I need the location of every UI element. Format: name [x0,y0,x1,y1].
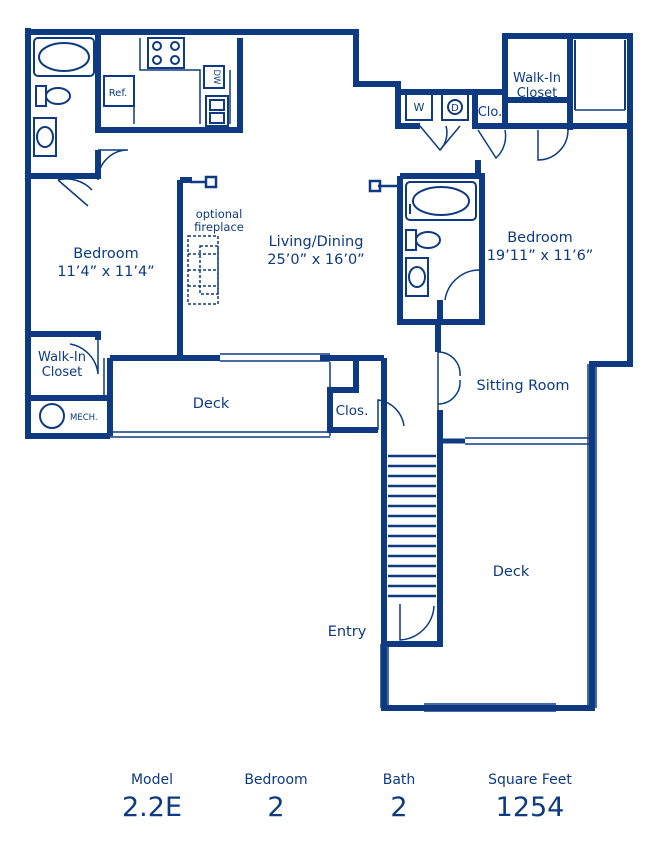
water-heater [39,403,65,429]
dryer-label: D [451,103,459,114]
wall-left-top [25,28,110,439]
spec-bedroom-value: 2 [267,792,285,823]
dishwasher-label: DW [211,70,221,86]
sink-right [405,257,429,297]
room-labels: Bedroom 11’4” x 11’4” Living/Dining 25’0… [38,70,593,640]
bathtub-right [405,181,477,221]
fixtures [33,37,626,429]
wall-kitchen [98,38,243,133]
walkin-left-label-2: Closet [42,365,83,380]
thin-lines [103,38,625,712]
walkin-right-label-2: Closet [517,86,558,101]
spec-model: Model 2.2E [92,770,212,826]
walkin-left-label-1: Walk-In [38,350,86,365]
spec-bath: Bath 2 [339,770,459,826]
wall-closet-entry [327,355,378,433]
spec-model-value: 2.2E [122,792,182,823]
toilet-left [35,85,71,107]
fireplace-label-1: optional [196,207,243,221]
bathtub-left [33,37,95,77]
wall-bath-left-bottom [28,150,101,179]
dryer [441,93,469,121]
fridge-label: Ref. [109,88,128,99]
sitting-room-label: Sitting Room [477,378,570,394]
toilet-right [405,229,441,251]
wall-stairs [381,410,443,647]
spec-bedroom: Bedroom 2 [216,770,336,826]
fridge [103,75,135,107]
washer-label: W [414,101,425,114]
living-size: 25’0” x 16’0” [267,252,364,268]
floor-plan: Bedroom 11’4” x 11’4” Living/Dining 25’0… [25,28,633,712]
spec-square-feet-value: 1254 [495,792,565,823]
closet-top-label: Clo. [478,105,503,120]
deck-left-label: Deck [193,396,230,412]
bedroom-right-name: Bedroom [507,230,573,246]
bedroom-left-size: 11’4” x 11’4” [57,264,154,280]
entry-label: Entry [328,624,367,640]
wall-deck-right [381,460,595,711]
kitchen-sink [205,95,229,127]
stove [147,37,185,69]
mech-label: MECH. [70,413,98,423]
wall-right-bath-top [400,160,481,179]
walkin-right-label-1: Walk-In [513,71,561,86]
wall-walkin-left [28,331,101,340]
bedroom-left-name: Bedroom [73,246,139,262]
wall-top-right-notch [502,33,633,460]
unit-specs: Model 2.2E Bedroom 2 Bath 2 Square Feet … [0,770,664,840]
doors [57,125,569,641]
walls [25,28,633,711]
spec-bath-value: 2 [390,792,408,823]
spec-square-feet: Square Feet 1254 [460,770,600,826]
fireplace-label-2: fireplace [194,220,244,234]
sink-left [33,117,57,157]
dishwasher [203,65,225,89]
deck-right-label: Deck [493,564,530,580]
fixture-symbols [190,175,411,214]
closet-entry-label: Clos. [336,403,369,419]
washer [405,93,433,121]
wall-top [28,29,505,95]
spec-square-feet-label: Square Feet [488,772,572,788]
fireplace [187,235,219,305]
living-name: Living/Dining [269,234,364,250]
stairs [388,454,436,598]
wall-laundry [395,92,420,129]
spec-model-label: Model [130,772,174,788]
spec-bedroom-label: Bedroom [244,772,308,788]
bedroom-right-size: 19’11” x 11’6” [487,248,594,264]
spec-bath-label: Bath [382,772,416,788]
